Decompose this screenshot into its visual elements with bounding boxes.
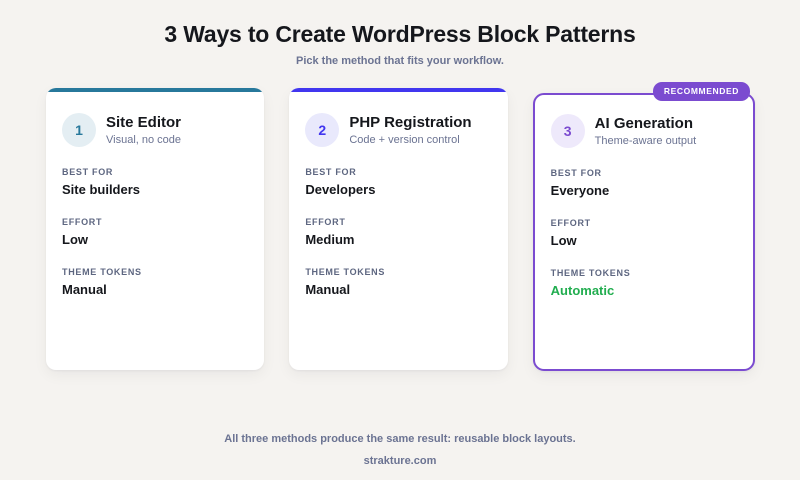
field-label: BEST FOR xyxy=(550,168,602,178)
field-label: THEME TOKENS xyxy=(305,267,386,277)
card-site-editor: 1 Site Editor Visual, no code BEST FOR S… xyxy=(46,88,265,370)
card-number-badge: 2 xyxy=(305,113,340,147)
card-tagline: Code + version control xyxy=(349,134,460,146)
card-ai-generation: RECOMMENDED 3 AI Generation Theme-aware … xyxy=(532,82,755,371)
card-header: 2 PHP Registration Code + version contro… xyxy=(305,113,491,147)
field-value: Developers xyxy=(305,182,376,197)
card-heading-text: Site Editor Visual, no code xyxy=(106,113,181,146)
field-best-for: BEST FOR Developers xyxy=(305,167,491,197)
field-label: BEST FOR xyxy=(305,167,357,177)
card-heading-text: PHP Registration Code + version control xyxy=(349,113,471,146)
field-label: EFFORT xyxy=(550,218,591,228)
field-theme-tokens: THEME TOKENS Manual xyxy=(305,267,491,297)
field-effort: EFFORT Low xyxy=(62,217,248,247)
field-value: Manual xyxy=(305,282,351,297)
card-tagline: Visual, no code xyxy=(106,134,182,146)
field-value: Low xyxy=(62,232,88,247)
card-title: Site Editor xyxy=(106,114,182,131)
footer-brand: strakture.com xyxy=(363,455,437,467)
card-header: 1 Site Editor Visual, no code xyxy=(62,113,248,147)
card-tagline: Theme-aware output xyxy=(594,135,697,147)
page-footer: All three methods produce the same resul… xyxy=(0,433,800,467)
card-title: AI Generation xyxy=(594,115,694,132)
field-best-for: BEST FOR Everyone xyxy=(551,168,737,198)
field-value-highlight: Automatic xyxy=(550,283,615,298)
field-effort: EFFORT Medium xyxy=(305,217,491,247)
field-label: EFFORT xyxy=(62,217,103,227)
footer-note: All three methods produce the same resul… xyxy=(224,433,576,445)
card-php-registration: 2 PHP Registration Code + version contro… xyxy=(289,88,508,370)
field-label: BEST FOR xyxy=(62,167,114,177)
field-value: Manual xyxy=(62,282,107,297)
recommended-badge: RECOMMENDED xyxy=(652,82,750,101)
card-heading-text: AI Generation Theme-aware output xyxy=(595,114,697,147)
card-accent-bar xyxy=(289,88,508,92)
card-number-badge: 1 xyxy=(62,113,96,147)
field-value: Site builders xyxy=(62,182,141,197)
field-theme-tokens: THEME TOKENS Manual xyxy=(62,267,248,297)
page-title: 3 Ways to Create WordPress Block Pattern… xyxy=(164,21,636,47)
card-header: 3 AI Generation Theme-aware output xyxy=(550,114,737,148)
card-body: 2 PHP Registration Code + version contro… xyxy=(289,92,507,297)
card-accent-bar xyxy=(46,88,265,92)
card-body: 3 AI Generation Theme-aware output BEST … xyxy=(535,95,753,298)
page-subtitle: Pick the method that fits your workflow. xyxy=(295,55,504,67)
field-effort: EFFORT Low xyxy=(551,218,737,248)
field-theme-tokens: THEME TOKENS Automatic xyxy=(551,268,737,298)
card-title: PHP Registration xyxy=(349,114,472,131)
card-number-badge: 3 xyxy=(550,114,585,148)
card-body: 1 Site Editor Visual, no code BEST FOR S… xyxy=(46,92,264,297)
field-label: THEME TOKENS xyxy=(62,267,142,277)
page-header: 3 Ways to Create WordPress Block Pattern… xyxy=(0,0,800,67)
field-label: THEME TOKENS xyxy=(550,268,631,278)
cards-row: 1 Site Editor Visual, no code BEST FOR S… xyxy=(46,82,755,371)
field-value: Everyone xyxy=(550,183,610,198)
field-best-for: BEST FOR Site builders xyxy=(62,167,248,197)
field-label: EFFORT xyxy=(305,217,346,227)
field-value: Low xyxy=(550,233,577,248)
field-value: Medium xyxy=(305,232,355,247)
